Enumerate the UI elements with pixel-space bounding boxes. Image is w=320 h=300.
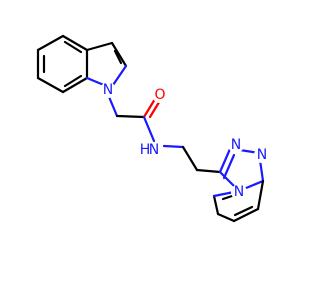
structure-canvas: N O N H N N N: [36, 34, 270, 223]
triazole-nitrogen-a-label: N: [231, 137, 241, 153]
triazole-nitrogen-b-label: N: [257, 147, 267, 163]
carbonyl-oxygen-label: O: [154, 87, 165, 103]
pyridine-ring: [212, 179, 265, 223]
atom-labels: N O N H N N N: [100, 82, 270, 200]
bridgehead-nitrogen-label: N: [234, 184, 244, 200]
indole-benzene-ring: [36, 34, 89, 94]
amide-nitrogen-label: N: [149, 142, 159, 158]
indole-nitrogen-label: N: [103, 82, 113, 98]
triazole-ring: [195, 147, 265, 193]
amide-hydrogen-label: H: [140, 142, 151, 158]
